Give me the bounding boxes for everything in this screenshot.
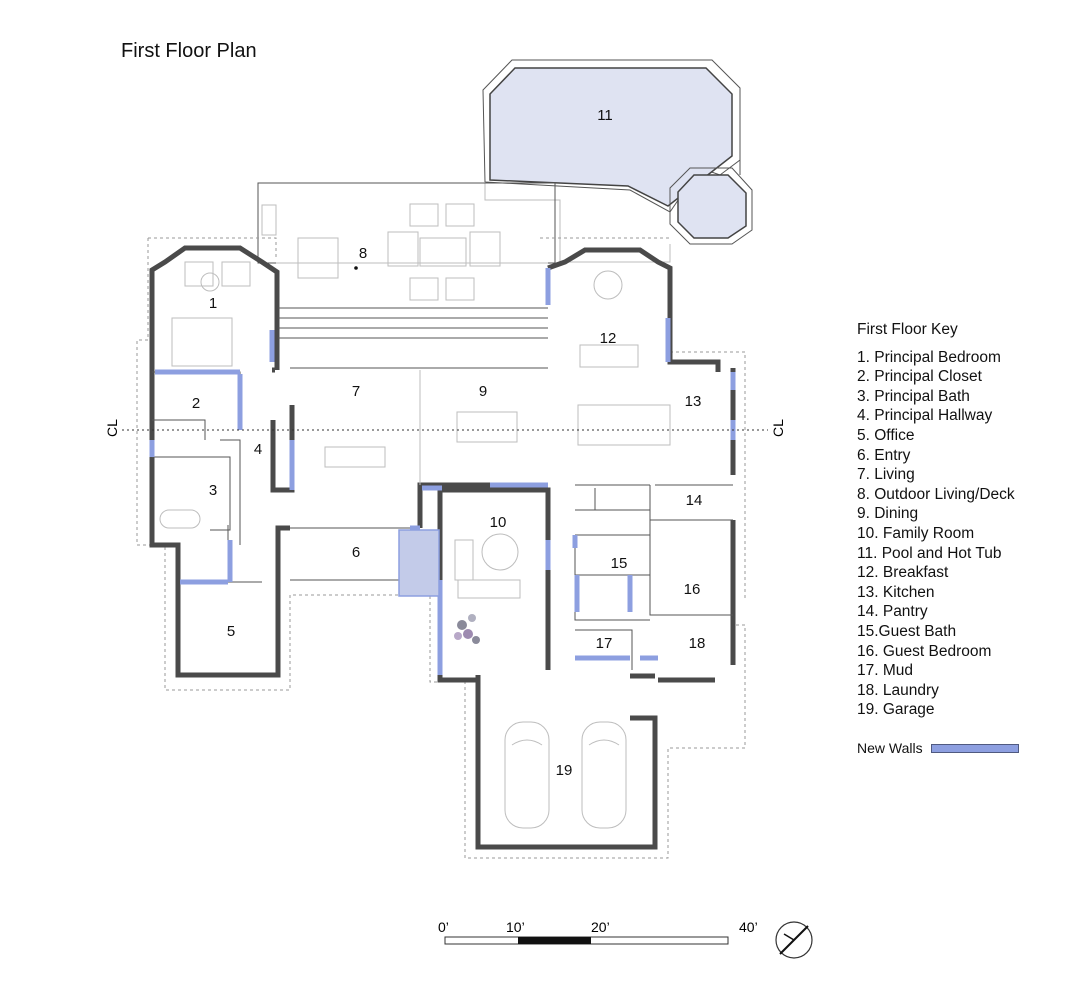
key-title: First Floor Key (857, 321, 958, 338)
room-number: 3 (209, 482, 217, 499)
pool-area (482, 59, 753, 263)
room-number: 9 (479, 383, 487, 400)
key-item: 18. Laundry (857, 681, 939, 699)
centerline-label-right: CL (770, 419, 786, 437)
room-number: 17 (596, 635, 613, 652)
room-number: 12 (600, 330, 617, 347)
room-number: 13 (685, 393, 702, 410)
floor-key: First Floor Key 1. Principal Bedroom 2. P… (857, 320, 1015, 720)
key-item: 2. Principal Closet (857, 368, 982, 386)
scale-label: 10’ (506, 919, 525, 935)
plant-icon (454, 614, 480, 644)
scale-label: 20’ (591, 919, 610, 935)
interior-walls (152, 261, 733, 670)
key-item: 8. Outdoor Living/Deck (857, 485, 1015, 503)
scale-bar: 0’ 10’ 20’ 40’ (438, 919, 758, 945)
key-item: 5. Office (857, 426, 915, 444)
key-item: 3. Principal Bath (857, 387, 970, 405)
room-number: 1 (209, 295, 217, 312)
key-item: 1. Principal Bedroom (857, 348, 1001, 366)
room-number: 8 (359, 245, 367, 262)
room-number: 10 (490, 514, 507, 531)
room-number: 7 (352, 383, 360, 400)
page-title: First Floor Plan (121, 40, 257, 62)
room-number: 2 (192, 395, 200, 412)
key-item: 10. Family Room (857, 524, 975, 542)
room-number: 11 (597, 107, 613, 124)
key-item: 14. Pantry (857, 603, 928, 621)
garage-cars (504, 721, 627, 829)
key-item: 16. Guest Bedroom (857, 642, 992, 660)
legend: New Walls (857, 740, 1019, 756)
room-number: 5 (227, 623, 235, 640)
key-item: 15.Guest Bath (857, 622, 957, 640)
key-item: 9. Dining (857, 505, 919, 523)
centerline-label-left: CL (104, 419, 120, 437)
room-number: 16 (684, 581, 701, 598)
room-number: 6 (352, 544, 360, 561)
new-wall-swatch (930, 743, 1019, 753)
legend-label: New Walls (857, 740, 923, 756)
key-item: 17. Mud (857, 662, 914, 680)
room-number: 15 (611, 555, 628, 572)
deck-area (257, 182, 556, 301)
scale-label: 0’ (438, 919, 449, 935)
north-arrow-icon (775, 921, 813, 959)
exterior-walls (149, 245, 736, 850)
room-number: 14 (686, 492, 703, 509)
scale-label: 40’ (739, 919, 758, 935)
key-item: 19. Garage (857, 701, 935, 719)
key-item: 13. Kitchen (857, 583, 935, 601)
key-item: 4. Principal Hallway (857, 407, 993, 425)
room-number: 4 (254, 441, 262, 458)
room-number: 18 (689, 635, 706, 652)
new-walls (149, 268, 736, 675)
key-item: 12. Breakfast (857, 564, 949, 582)
room-labels: 1 2 3 4 5 6 7 8 9 10 11 12 13 14 15 16 1… (192, 107, 706, 779)
room-number: 19 (556, 762, 573, 779)
key-item: 11. Pool and Hot Tub (857, 544, 1002, 562)
key-item: 6. Entry (857, 446, 911, 464)
key-item: 7. Living (857, 466, 915, 484)
